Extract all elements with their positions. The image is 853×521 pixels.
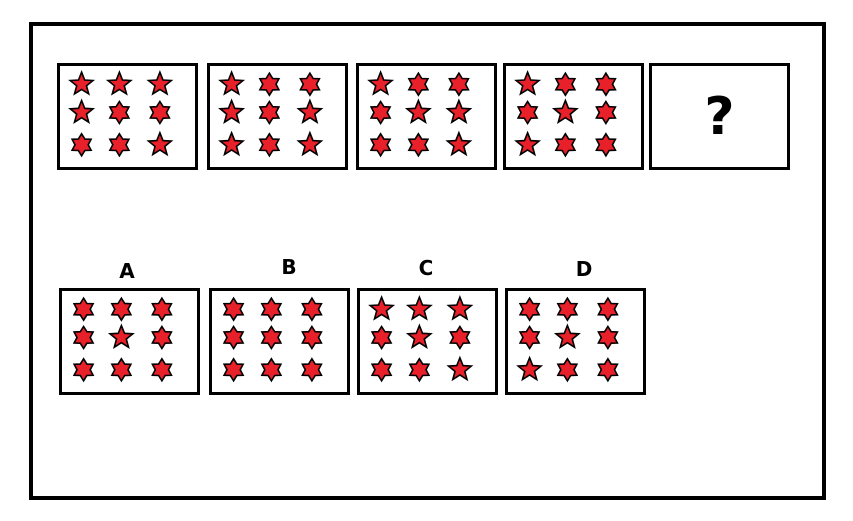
six-point-star-icon (597, 325, 619, 351)
five-point-star-icon (445, 98, 473, 124)
option-a-stars (72, 296, 173, 383)
five-point-star-icon (146, 70, 174, 96)
six-point-star-icon (407, 71, 430, 97)
six-point-star-icon (151, 325, 173, 351)
sequence-panel-1-stars (68, 70, 174, 158)
sequence-panel-1 (57, 63, 198, 170)
six-point-star-icon (260, 325, 283, 351)
six-point-star-icon (260, 296, 283, 322)
six-point-star-icon (110, 296, 133, 322)
option-d-panel[interactable] (505, 288, 646, 395)
six-point-star-icon (518, 325, 541, 351)
six-point-star-icon (151, 296, 173, 322)
six-point-star-icon (72, 325, 95, 351)
five-point-star-icon (68, 98, 96, 124)
option-d-stars (516, 296, 619, 383)
five-point-star-icon (514, 130, 542, 157)
five-point-star-icon (404, 98, 432, 124)
option-c-label: C (418, 256, 434, 280)
six-point-star-icon (369, 132, 392, 158)
five-point-star-icon (446, 355, 474, 382)
five-point-star-icon (296, 98, 324, 124)
five-point-star-icon (445, 130, 473, 157)
question-mark: ? (704, 86, 735, 147)
six-point-star-icon (408, 357, 431, 383)
option-c-stars (368, 295, 474, 383)
sequence-panel-3 (356, 63, 497, 170)
five-point-star-icon (516, 355, 544, 382)
six-point-star-icon (595, 132, 617, 158)
five-point-star-icon (146, 130, 174, 157)
six-point-star-icon (258, 71, 281, 97)
six-point-star-icon (151, 357, 173, 383)
five-point-star-icon (367, 70, 395, 96)
missing-panel: ? (649, 63, 790, 170)
option-b-stars (222, 296, 323, 383)
six-point-star-icon (407, 132, 430, 158)
option-c-panel[interactable] (357, 288, 498, 395)
six-point-star-icon (449, 325, 471, 351)
six-point-star-icon (72, 357, 95, 383)
sequence-panel-2 (207, 63, 348, 170)
six-point-star-icon (222, 357, 245, 383)
six-point-star-icon (370, 357, 393, 383)
sequence-panel-4-stars (514, 70, 617, 158)
five-point-star-icon (368, 295, 396, 321)
five-point-star-icon (105, 70, 133, 96)
five-point-star-icon (218, 98, 246, 124)
six-point-star-icon (70, 132, 93, 158)
six-point-star-icon (72, 296, 95, 322)
six-point-star-icon (518, 296, 541, 322)
sequence-panel-4 (503, 63, 644, 170)
five-point-star-icon (405, 323, 433, 349)
six-point-star-icon (597, 357, 619, 383)
six-point-star-icon (149, 100, 171, 126)
five-point-star-icon (514, 70, 542, 96)
five-point-star-icon (446, 295, 474, 321)
six-point-star-icon (301, 325, 323, 351)
six-point-star-icon (258, 132, 281, 158)
sequence-panel-3-stars (367, 70, 473, 158)
five-point-star-icon (107, 323, 135, 349)
five-point-star-icon (296, 130, 324, 157)
six-point-star-icon (301, 296, 323, 322)
six-point-star-icon (448, 71, 470, 97)
six-point-star-icon (110, 357, 133, 383)
six-point-star-icon (222, 325, 245, 351)
six-point-star-icon (258, 100, 281, 126)
sequence-panel-2-stars (218, 70, 324, 158)
option-a-panel[interactable] (59, 288, 200, 395)
six-point-star-icon (597, 296, 619, 322)
option-b-label: B (281, 255, 297, 279)
six-point-star-icon (370, 325, 393, 351)
six-point-star-icon (554, 132, 577, 158)
six-point-star-icon (595, 100, 617, 126)
option-b-panel[interactable] (209, 288, 350, 395)
six-point-star-icon (554, 71, 577, 97)
six-point-star-icon (299, 71, 321, 97)
six-point-star-icon (369, 100, 392, 126)
five-point-star-icon (218, 130, 246, 157)
six-point-star-icon (301, 357, 323, 383)
five-point-star-icon (553, 323, 581, 349)
six-point-star-icon (108, 132, 131, 158)
six-point-star-icon (556, 357, 579, 383)
six-point-star-icon (108, 100, 131, 126)
six-point-star-icon (222, 296, 245, 322)
six-point-star-icon (595, 71, 617, 97)
six-point-star-icon (556, 296, 579, 322)
five-point-star-icon (68, 70, 96, 96)
five-point-star-icon (551, 98, 579, 124)
five-point-star-icon (218, 70, 246, 96)
option-d-label: D (575, 257, 593, 281)
five-point-star-icon (405, 295, 433, 321)
option-a-label: A (119, 259, 135, 283)
six-point-star-icon (260, 357, 283, 383)
six-point-star-icon (516, 100, 539, 126)
